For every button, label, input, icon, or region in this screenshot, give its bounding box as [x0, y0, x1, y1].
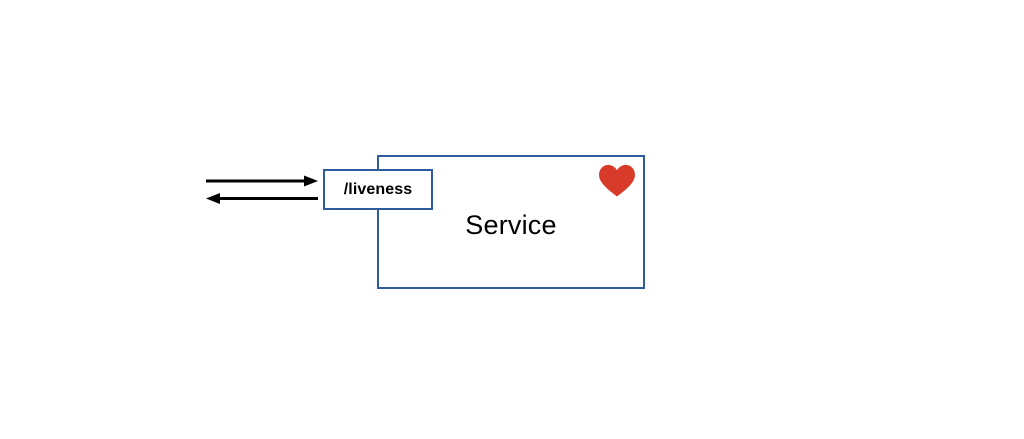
liveness-endpoint-box: /liveness [323, 169, 433, 210]
request-arrow [206, 175, 318, 187]
heart-icon [599, 164, 635, 197]
service-label: Service [465, 210, 557, 240]
arrows-layer [206, 175, 318, 204]
response-arrow [206, 193, 318, 204]
liveness-endpoint-label: /liveness [343, 180, 413, 198]
